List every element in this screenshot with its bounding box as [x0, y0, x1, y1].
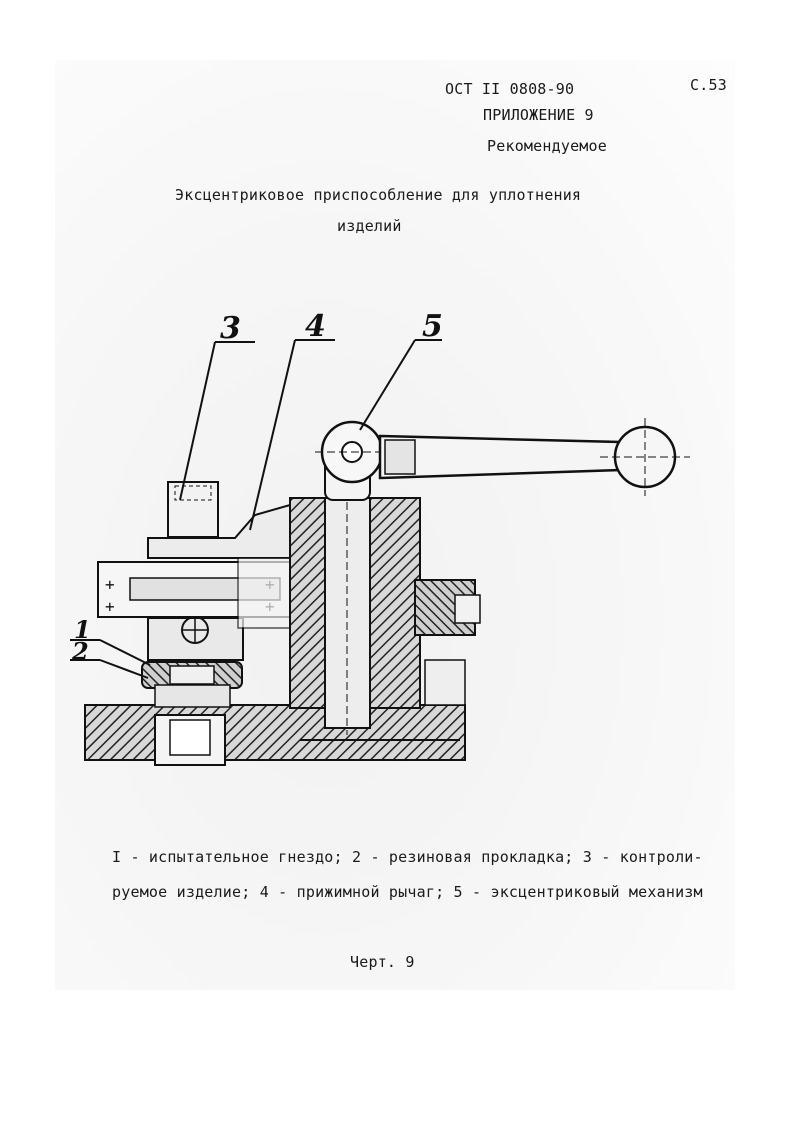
appendix-label: ПРИЛОЖЕНИЕ 9: [483, 106, 594, 124]
clamping-lever: + + + +: [97, 503, 301, 629]
status-label: Рекомендуемое: [487, 137, 607, 155]
callout-5: 5: [422, 309, 443, 344]
drawing-title-line1: Эксцентриковое приспособление для уплотн…: [175, 186, 582, 204]
svg-text:+: +: [105, 575, 115, 594]
eccentric-handle: [378, 418, 690, 496]
leader-lines: [70, 339, 442, 679]
drawing-title-line2: изделий: [337, 217, 402, 235]
page-number: С.53: [690, 76, 727, 94]
eccentric-mechanism: [289, 420, 481, 735]
legend-line2: руемое изделие; 4 - прижимной рычаг; 5 -…: [112, 883, 703, 901]
svg-text:+: +: [105, 597, 115, 616]
test-socket: [141, 661, 243, 708]
callout-1: 1: [74, 615, 91, 644]
callout-3: 3: [220, 311, 241, 346]
document-code: ОСТ II 0808-90: [445, 80, 575, 98]
callout-4: 4: [305, 309, 326, 344]
technical-drawing: + + + +: [70, 309, 690, 766]
legend-line1: I - испытательное гнездо; 2 - резиновая …: [112, 848, 703, 866]
base-plate: [84, 704, 466, 766]
callout-2: 2: [71, 637, 89, 666]
controlled-product: [147, 481, 244, 661]
figure-label: Черт. 9: [350, 953, 415, 971]
